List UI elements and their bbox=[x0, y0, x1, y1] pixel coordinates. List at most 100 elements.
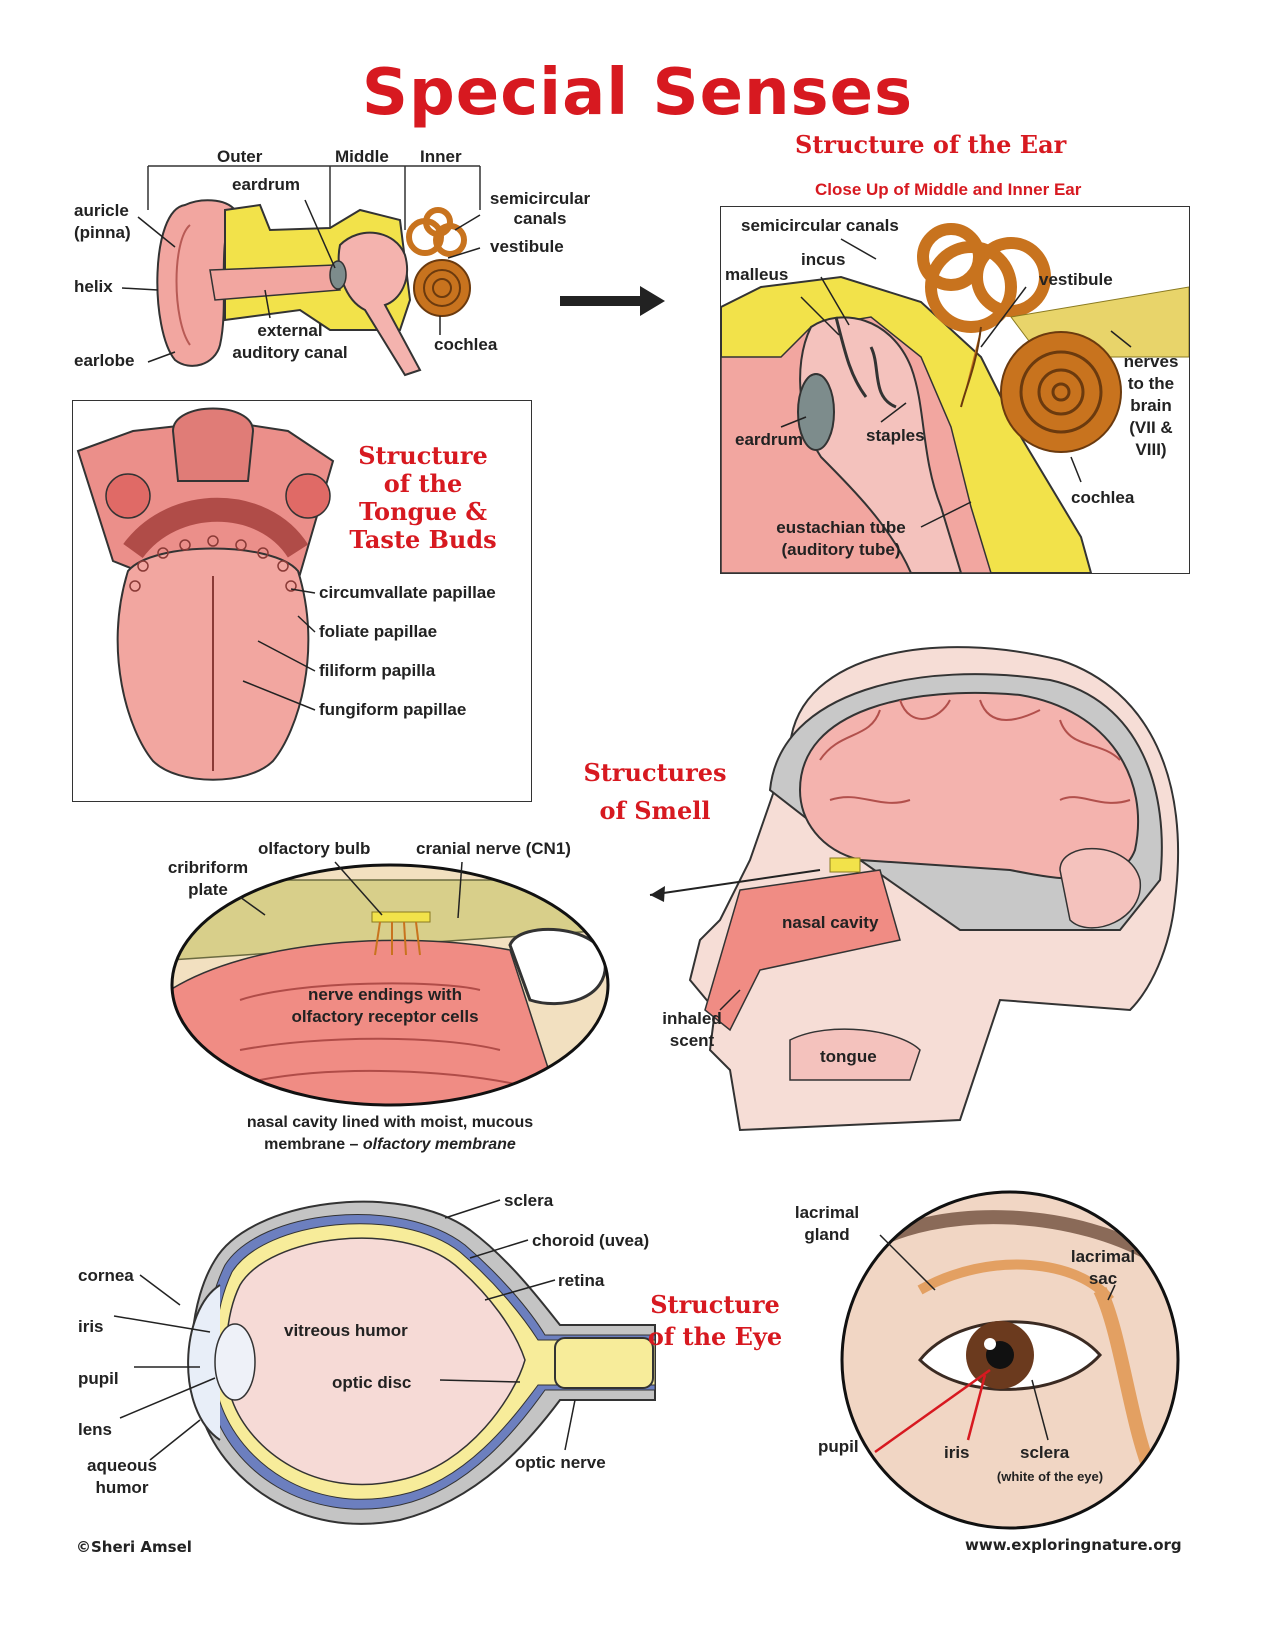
closeup-label-eustachian: eustachian tube bbox=[776, 518, 906, 537]
arrow-to-closeup bbox=[560, 286, 665, 316]
semicircular-canals-shape bbox=[406, 207, 467, 257]
closeup-label-nerves-2: to the bbox=[1127, 374, 1175, 393]
smell-caption-1: nasal cavity lined with moist, mucous bbox=[246, 1114, 534, 1131]
eye-photo bbox=[842, 1192, 1178, 1528]
website-link[interactable]: www.exploringnature.org bbox=[965, 1536, 1182, 1554]
label-external: external bbox=[257, 321, 323, 340]
photo-label-lacrimal-gland-1: lacrimal bbox=[794, 1203, 860, 1222]
label-pinna: (pinna) bbox=[74, 223, 131, 242]
smell-label-olfactory-bulb: olfactory bulb bbox=[258, 839, 371, 858]
smell-label-receptor-cells: olfactory receptor cells bbox=[291, 1007, 479, 1026]
eye-label-pupil: pupil bbox=[78, 1369, 119, 1388]
region-middle: Middle bbox=[335, 147, 389, 166]
label-auricle: auricle bbox=[74, 201, 129, 220]
eye-title-1: Structure bbox=[650, 1290, 780, 1319]
tongue-title-3: Tongue & bbox=[358, 497, 488, 526]
eye-title-2: of the Eye bbox=[647, 1322, 783, 1351]
photo-label-lacrimal-sac-1: lacrimal bbox=[1070, 1247, 1136, 1266]
smell-label-nerve-endings: nerve endings with bbox=[308, 985, 462, 1004]
label-earlobe: earlobe bbox=[74, 351, 135, 370]
closeup-label-malleus: malleus bbox=[725, 265, 789, 284]
label-semicircular: semicircular bbox=[489, 189, 591, 208]
eye-label-vitreous: vitreous humor bbox=[284, 1321, 408, 1340]
cochlea-shape bbox=[413, 259, 471, 317]
closeup-label-incus: incus bbox=[801, 250, 846, 269]
smell-closeup bbox=[172, 865, 608, 1105]
tongue-label-filiform: filiform papilla bbox=[319, 661, 436, 680]
region-outer: Outer bbox=[217, 147, 263, 166]
label-auditory-canal: auditory canal bbox=[232, 343, 348, 362]
smell-title-1: Structures bbox=[583, 758, 727, 787]
label-vestibule: vestibule bbox=[490, 237, 564, 256]
tongue-label-fungiform: fungiform papillae bbox=[319, 700, 467, 719]
closeup-label-staples: staples bbox=[866, 426, 925, 445]
closeup-label-eardrum: eardrum bbox=[735, 430, 804, 449]
smell-label-plate: plate bbox=[188, 880, 228, 899]
label-cochlea: cochlea bbox=[434, 335, 498, 354]
page-title: Special Senses bbox=[361, 56, 914, 130]
smell-caption-2a: membrane – bbox=[264, 1136, 363, 1153]
tongue-label-circumvallate: circumvallate papillae bbox=[319, 583, 496, 602]
smell-title-2: of Smell bbox=[599, 796, 711, 825]
cerebellum bbox=[1059, 848, 1141, 929]
smell-label-cranial-nerve: cranial nerve (CN1) bbox=[416, 839, 571, 858]
closeup-label-auditory-tube: (auditory tube) bbox=[781, 540, 901, 559]
photo-label-lacrimal-gland-2: gland bbox=[804, 1225, 850, 1244]
region-brackets bbox=[147, 165, 481, 230]
cornea-shape bbox=[187, 1284, 221, 1441]
photo-label-pupil: pupil bbox=[818, 1437, 859, 1456]
smell-label-inhaled: inhaled bbox=[662, 1009, 722, 1028]
smell-label-nasal-cavity: nasal cavity bbox=[782, 913, 879, 932]
photo-label-iris: iris bbox=[944, 1443, 970, 1462]
smell-label-scent: scent bbox=[669, 1031, 715, 1050]
eye-label-sclera: sclera bbox=[504, 1191, 554, 1210]
photo-label-sclera: sclera bbox=[1020, 1443, 1070, 1462]
closeup-label-cochlea: cochlea bbox=[1071, 488, 1135, 507]
photo-label-lacrimal-sac-2: sac bbox=[1088, 1269, 1118, 1288]
smell-label-cribriform: cribriform bbox=[167, 858, 249, 877]
tongue-drawing bbox=[76, 407, 335, 781]
lens-shape bbox=[214, 1323, 256, 1401]
middle-ear bbox=[337, 231, 422, 377]
ear-closeup-drawing bbox=[721, 223, 1189, 573]
closeup-label-nerves-3: brain bbox=[1130, 396, 1172, 415]
region-inner: Inner bbox=[420, 147, 462, 166]
eye-label-retina: retina bbox=[558, 1271, 605, 1290]
optic-nerve-shape bbox=[554, 1337, 654, 1389]
brain bbox=[798, 691, 1140, 880]
eye-label-optic-nerve: optic nerve bbox=[515, 1453, 606, 1472]
tongue-label-foliate: foliate papillae bbox=[319, 622, 438, 641]
label-canals: canals bbox=[513, 209, 567, 228]
label-helix: helix bbox=[74, 277, 113, 296]
label-eardrum: eardrum bbox=[232, 175, 301, 194]
nasal-cavity-shape bbox=[704, 869, 901, 1032]
tongue-title-1: Structure bbox=[358, 441, 488, 470]
tongue-title-2: of the bbox=[383, 469, 463, 498]
auditory-canal bbox=[209, 264, 341, 301]
ear-closeup-frame: semicircular canals incus malleus vestib… bbox=[720, 206, 1190, 574]
eardrum-shape bbox=[329, 260, 347, 290]
head-tongue-shape bbox=[789, 1028, 921, 1081]
closeup-label-nerves-5: VIII) bbox=[1135, 440, 1167, 459]
ear-title: Structure of the Ear bbox=[795, 130, 1067, 159]
closeup-title: Close Up of Middle and Inner Ear bbox=[815, 180, 1082, 199]
tongue-title-4: Taste Buds bbox=[349, 525, 497, 554]
closeup-label-nerves-1: nerves bbox=[1123, 352, 1179, 371]
eye-label-iris: iris bbox=[78, 1317, 104, 1336]
eye-label-lens: lens bbox=[78, 1420, 113, 1439]
eye-label-aqueous: aqueous bbox=[87, 1456, 157, 1475]
closeup-label-semicircular: semicircular canals bbox=[741, 216, 899, 235]
smell-caption-2b: olfactory membrane bbox=[362, 1136, 516, 1153]
closeup-label-vestibule: vestibule bbox=[1039, 270, 1113, 289]
tongue-frame: Structure of the Tongue & Taste Buds cir… bbox=[72, 400, 532, 802]
smell-label-tongue: tongue bbox=[820, 1047, 877, 1066]
eye-label-cornea: cornea bbox=[78, 1266, 134, 1285]
smell-caption-2: membrane – olfactory membrane bbox=[220, 1134, 560, 1156]
photo-label-sclera-note: (white of the eye) bbox=[996, 1469, 1104, 1484]
copyright: ©Sheri Amsel bbox=[76, 1538, 192, 1556]
eye-label-choroid: choroid (uvea) bbox=[532, 1231, 650, 1250]
eye-label-humor: humor bbox=[95, 1478, 149, 1497]
